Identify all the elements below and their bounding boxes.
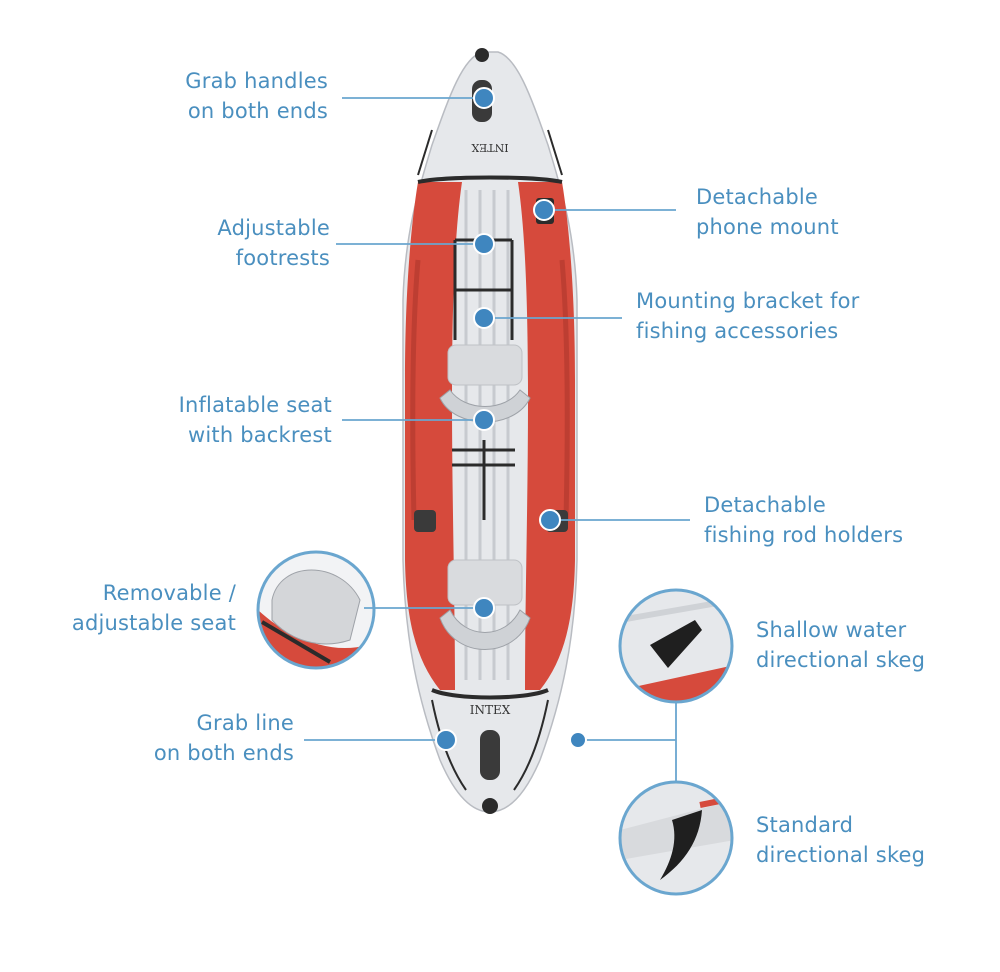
dot-phone-mount xyxy=(533,199,555,221)
standard-skeg-fin xyxy=(660,810,702,880)
seat-rear xyxy=(439,559,531,650)
stern-grab-handle xyxy=(480,730,500,780)
rod-holder-left xyxy=(414,510,436,532)
right-red-tube xyxy=(518,182,575,690)
brand-text-top: INTEX xyxy=(471,141,508,154)
dot-grab-line xyxy=(435,729,457,751)
kayak-illustration: INTEX INTEX xyxy=(402,48,578,814)
grab-line xyxy=(417,129,433,176)
shallow-skeg-fin xyxy=(650,620,702,668)
dot-mounting-bracket xyxy=(473,307,495,329)
dot-grab-handles xyxy=(473,87,495,109)
leader-lines xyxy=(304,97,690,782)
dot-footrests xyxy=(473,233,495,255)
left-red-tube xyxy=(405,182,462,690)
inset-shallow-skeg xyxy=(618,588,734,704)
callout-dots xyxy=(435,87,587,751)
inset-standard-skeg xyxy=(618,780,734,896)
inset-removable-seat xyxy=(256,550,376,670)
dot-rod-holders xyxy=(539,509,561,531)
dot-skeg xyxy=(569,731,587,749)
dot-inflatable-seat xyxy=(473,409,495,431)
brand-text-bottom: INTEX xyxy=(470,703,511,717)
label-removable-seat: Removable /adjustable seat xyxy=(71,581,236,635)
seat-front xyxy=(439,344,531,423)
dot-removable-seat xyxy=(473,597,495,619)
